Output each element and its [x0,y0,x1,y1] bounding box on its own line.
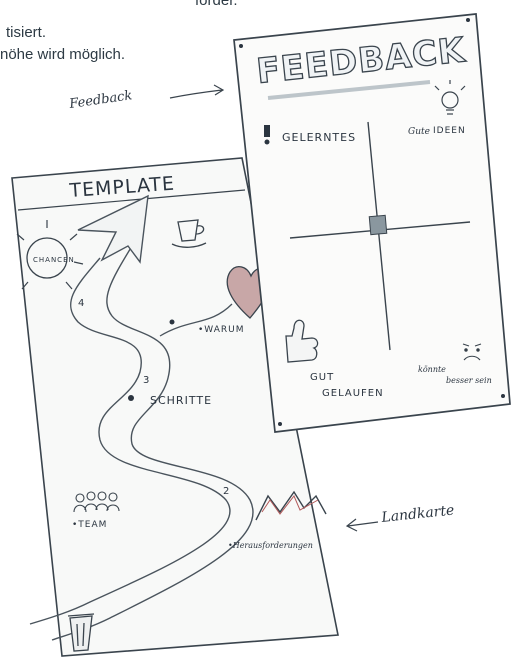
warum-label: •WARUM [198,325,244,335]
besser-sein-label: besser sein [446,376,492,385]
gute-label: Gute [408,127,430,137]
ideen-label: IDEEN [433,126,466,136]
frown-face-icon [462,343,482,361]
trash-can-icon [67,613,95,652]
step-3-label: 3 [143,375,149,386]
feedback-board: FEEDBACK GELERNTES Gute IDEEN GUT GELAUF… [233,13,511,433]
team-label: •TEAM [72,520,107,530]
intro-line-3: nöhe wird möglich. [0,46,126,63]
geleruntes-label: GELERNTES [282,131,356,144]
thumbs-up-icon [285,319,319,363]
arrow-icon [169,84,225,99]
mountains-icon [255,490,327,521]
arrow-left-icon [345,518,379,532]
exclamation-icon [264,125,270,145]
gut-label: GUT [310,372,334,383]
template-board: TEMPLATE CHANCEN [11,157,339,657]
intro-line-2: tisiert. [6,24,47,41]
road-path [29,194,254,641]
step-2-label: 2 [223,486,229,497]
sun-icon: CHANCEN [16,220,84,290]
koennte-label: könnte [418,365,446,374]
intro-line-1: forder. [195,0,238,9]
landkarte-annotation: Landkarte [380,502,455,526]
team-icon [73,491,120,513]
schritte-label: SCHRITTE [150,394,212,407]
feedback-annotation: Feedback [67,88,133,112]
herausforderungen-label: •Herausforderungen [228,541,313,550]
lightbulb-icon [434,80,466,115]
step-4-label: 4 [78,298,84,309]
chancen-label: CHANCEN [33,256,75,264]
coffee-cup-icon [171,219,207,248]
gelaufen-label: GELAUFEN [322,388,384,399]
